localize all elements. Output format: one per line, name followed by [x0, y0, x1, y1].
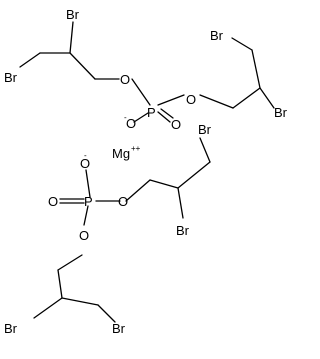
atom-br-3: Br	[210, 28, 224, 43]
atom-br-4: Br	[274, 105, 288, 120]
atom-o-8: O	[79, 228, 89, 243]
atom-o-4: O	[171, 117, 181, 132]
bond-lines	[19, 21, 275, 323]
atom-br-7: Br	[4, 321, 18, 336]
atom-o-6: O	[80, 156, 90, 171]
atom-p-2: P	[84, 194, 93, 209]
charge-minus-2: -	[84, 151, 87, 160]
charge-minus-1: -	[124, 113, 127, 122]
magnesium-ion: Mg ++	[112, 144, 141, 161]
atom-br-8: Br	[112, 321, 126, 336]
structure-diagram: Br Br O P O O - O Br Br Br Br Mg ++ O P …	[4, 7, 288, 336]
atom-mg: Mg	[112, 146, 130, 161]
atom-o-3: O	[126, 116, 136, 131]
atom-o-5: O	[118, 194, 128, 209]
atom-o-1: O	[120, 72, 130, 87]
charge-mg: ++	[131, 144, 141, 153]
atom-br-2: Br	[4, 70, 18, 85]
atom-br-1: Br	[66, 7, 80, 22]
atom-p-1: P	[147, 105, 156, 120]
atom-o-2: O	[186, 92, 196, 107]
atom-br-6: Br	[176, 223, 190, 238]
atom-br-5: Br	[198, 122, 212, 137]
atom-o-7: O	[48, 194, 58, 209]
